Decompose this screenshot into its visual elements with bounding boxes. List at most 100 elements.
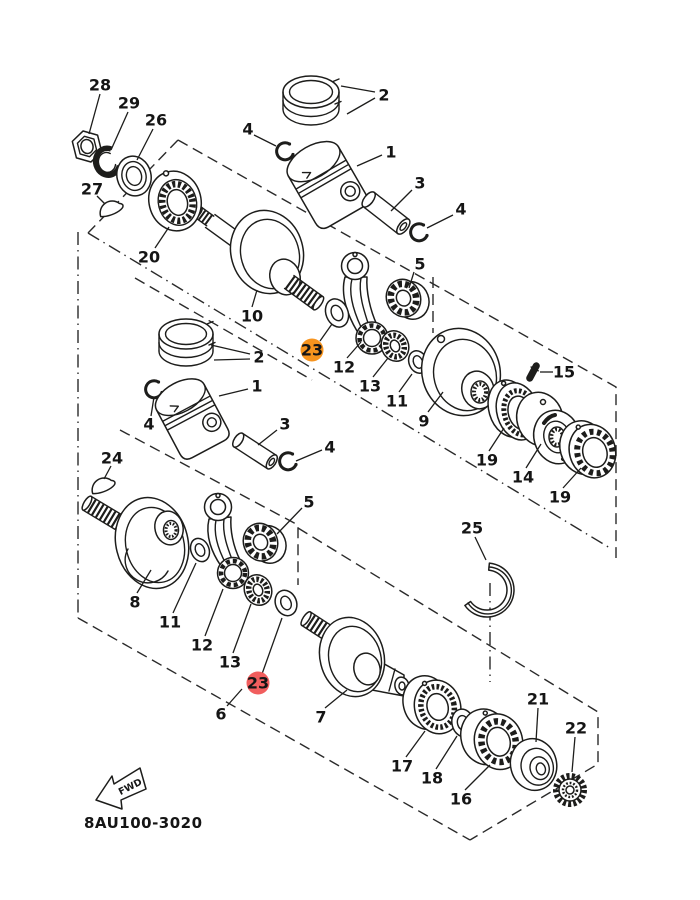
bearing-19-right (559, 420, 617, 479)
leader-line (525, 443, 542, 469)
callout-20: 20 (138, 248, 160, 267)
leader-line (103, 465, 112, 480)
callout-22: 22 (565, 719, 587, 738)
callout-9: 9 (418, 412, 429, 431)
leader-line (398, 373, 413, 393)
callout-24: 24 (101, 449, 123, 468)
callout-19: 19 (476, 451, 498, 470)
gear-22 (553, 773, 587, 807)
callout-1: 1 (385, 143, 396, 162)
crank-half-8 (81, 495, 190, 590)
crankshaft-lower-7 (300, 610, 410, 698)
highlight-circle-orange (300, 338, 324, 362)
callout-3: 3 (414, 174, 425, 193)
piston-ring-set-lower (158, 318, 216, 367)
leader-line (213, 358, 251, 361)
bearing-20 (147, 170, 203, 232)
leader-line (562, 467, 582, 489)
piston-ring-set-upper (282, 75, 342, 126)
callout-14: 14 (512, 468, 534, 487)
bearing-5a (385, 278, 430, 320)
fwd-arrow: FWD (95, 767, 147, 810)
callout-15: 15 (553, 363, 575, 382)
callout-19: 19 (549, 488, 571, 507)
leader-line (261, 617, 283, 675)
callout-2: 2 (253, 348, 264, 367)
bearing-13b (243, 574, 273, 606)
leader-line (324, 689, 348, 709)
bearing-13a (380, 330, 410, 362)
callout-17: 17 (391, 757, 413, 776)
parts-art (71, 75, 617, 807)
leader-line (204, 588, 224, 637)
crank-web-9 (420, 327, 502, 417)
diagram-code: 8AU100-3020 (84, 814, 203, 832)
leader-line (488, 427, 505, 452)
leader-line (136, 569, 152, 594)
callout-4: 4 (455, 200, 466, 219)
leader-line (372, 357, 389, 378)
spacer-21 (509, 737, 558, 792)
callout-4: 4 (242, 120, 253, 139)
callout-7: 7 (315, 708, 326, 727)
bearing-5b (242, 522, 287, 564)
highlight-circle-red (246, 671, 270, 695)
bearing-17 (402, 675, 462, 735)
leader-line (405, 730, 426, 758)
washer-23-upper (324, 298, 350, 328)
leader-line (426, 214, 454, 229)
callout-4: 4 (324, 438, 335, 457)
leader-line (150, 396, 155, 417)
leader-line (408, 271, 415, 289)
boundary-lines (77, 139, 617, 841)
callout-25: 25 (461, 519, 483, 538)
leader-line (232, 603, 252, 654)
callout-11: 11 (386, 392, 408, 411)
leader-line (136, 128, 154, 161)
leader-line (535, 707, 539, 743)
callout-16: 16 (450, 790, 472, 809)
leader-line (319, 323, 333, 342)
leader-line (464, 764, 491, 791)
crankshaft-upper-10 (193, 206, 325, 311)
seal-26 (116, 155, 152, 197)
half-ring-25 (464, 562, 515, 618)
callout-6: 6 (215, 705, 226, 724)
callout-10: 10 (241, 307, 263, 326)
callout-21: 21 (527, 690, 549, 709)
circlip-4d (278, 451, 298, 472)
piston-upper (286, 140, 369, 230)
connecting-rod-upper-12 (340, 251, 389, 355)
callout-5: 5 (414, 255, 425, 274)
leader-line (346, 341, 362, 359)
callout-18: 18 (421, 769, 443, 788)
callout-28: 28 (89, 76, 111, 95)
callout-4: 4 (143, 415, 154, 434)
leader-line (257, 429, 278, 446)
callout-12: 12 (333, 358, 355, 377)
leader-line (154, 226, 170, 249)
leader-line (356, 154, 383, 167)
leader-line (474, 536, 487, 561)
callout-3: 3 (279, 415, 290, 434)
dowel-pin-15 (526, 362, 540, 382)
leader-line (276, 507, 303, 535)
piston-lower (154, 378, 230, 460)
lock-washer-29 (92, 145, 123, 178)
leader-line (96, 195, 106, 205)
leader-line (251, 289, 258, 308)
callout-27: 27 (81, 180, 103, 199)
callout-5: 5 (303, 493, 314, 512)
washer-11b (189, 537, 211, 563)
woodruff-key-27 (99, 200, 124, 218)
callout-1: 1 (251, 377, 262, 396)
callout-26: 26 (145, 111, 167, 130)
leader-line (571, 736, 576, 773)
leader-line (295, 449, 323, 462)
leader-line (427, 391, 444, 413)
circlip-4a (275, 141, 295, 162)
leader-line (435, 735, 458, 770)
callout-2: 2 (378, 86, 389, 105)
leader-line (253, 134, 277, 147)
